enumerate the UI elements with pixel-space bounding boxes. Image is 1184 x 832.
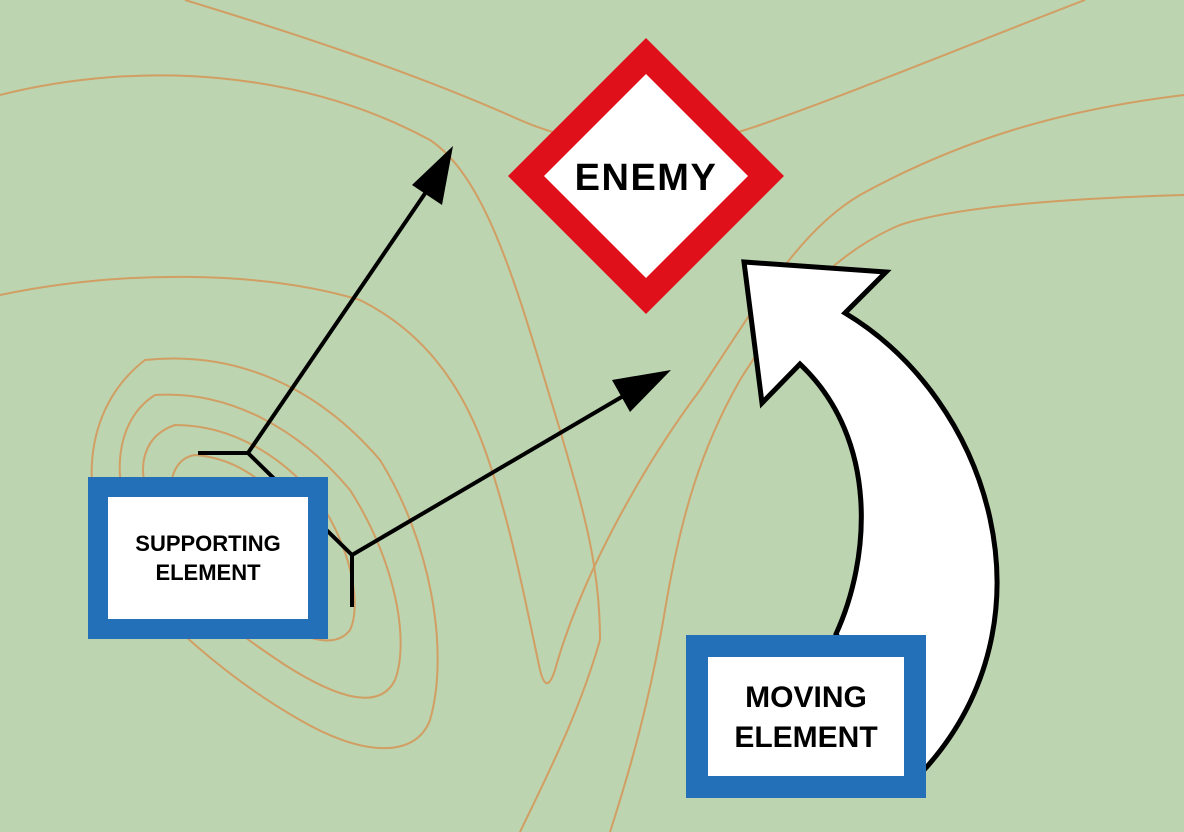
enemy-label: ENEMY — [575, 157, 718, 199]
supporting-element-label-line1: SUPPORTING — [135, 531, 280, 556]
contour-line — [0, 94, 1184, 685]
enemy-symbol: ENEMY — [508, 38, 784, 314]
moving-element-symbol: MOVING ELEMENT — [686, 635, 926, 798]
supporting-element-label-line2: ELEMENT — [155, 560, 261, 585]
moving-element-label-line1: MOVING — [745, 681, 867, 714]
moving-element-fill — [708, 657, 904, 776]
fire-arrow-head — [412, 146, 453, 205]
fire-arrow-shaft — [350, 393, 627, 557]
fire-arrow-head — [612, 370, 671, 412]
contour-line — [0, 74, 602, 832]
moving-element-label-line2: ELEMENT — [734, 721, 877, 754]
enemy-fill — [544, 74, 748, 278]
fire-arrow-shaft — [246, 190, 428, 455]
supporting-element-fill — [108, 497, 308, 619]
supporting-element-symbol: SUPPORTING ELEMENT — [88, 477, 328, 639]
maneuver-arrow — [741, 259, 1000, 775]
contour-line — [609, 194, 1184, 832]
